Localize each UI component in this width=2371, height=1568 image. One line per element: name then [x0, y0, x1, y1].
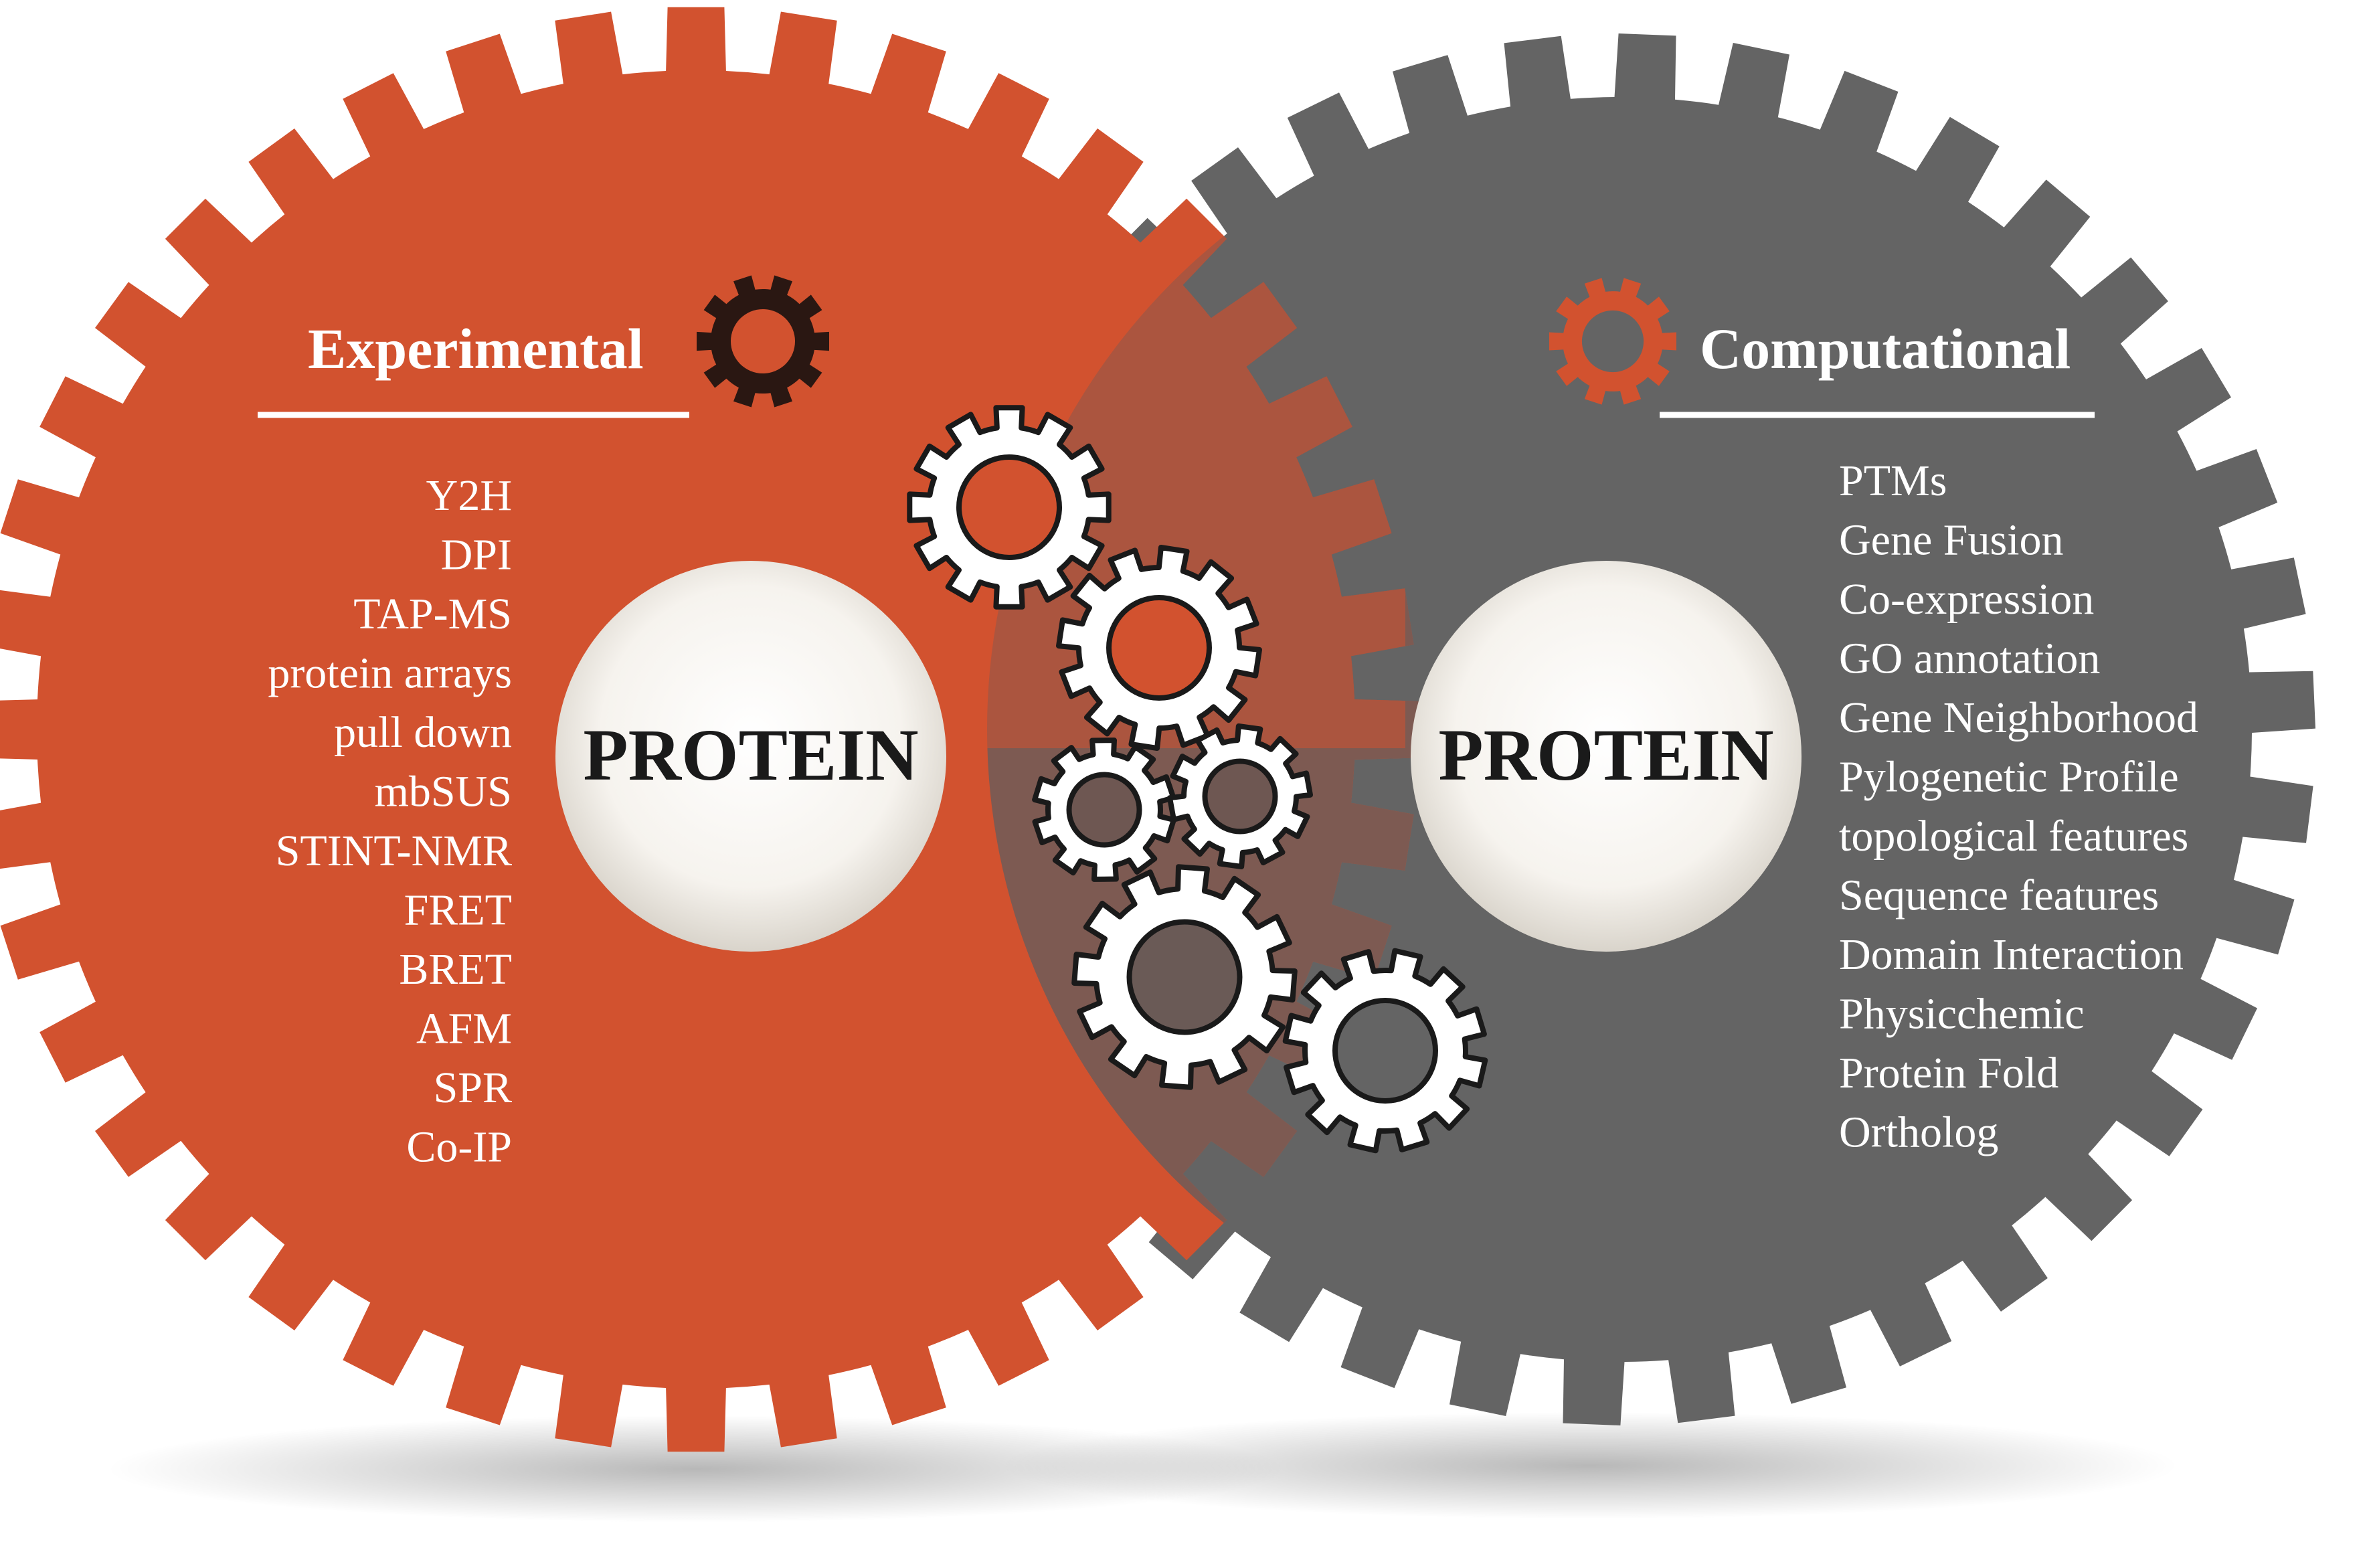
small-gear-hole	[1332, 998, 1438, 1104]
left-gear-shadow	[107, 1415, 1285, 1522]
list-item: Ortholog	[1839, 1108, 1998, 1157]
list-item: Gene Neighborhood	[1839, 693, 2198, 742]
list-item: FRET	[404, 886, 512, 935]
experimental-hub	[555, 561, 946, 952]
list-item: Sequence features	[1839, 871, 2159, 920]
list-item: mbSUS	[375, 768, 512, 816]
small-gear-hole	[1106, 595, 1212, 701]
computational-hub-label: PROTEIN	[1438, 714, 1773, 796]
experimental-hub-label: PROTEIN	[583, 714, 918, 796]
list-item: PTMs	[1839, 456, 1947, 505]
experimental-methods-list: Y2H DPI TAP-MS protein arrays pull down mbSUS…	[268, 471, 512, 1172]
small-gear-hole	[1126, 919, 1243, 1035]
small-gear-hole	[1202, 758, 1278, 835]
small-gear-hole	[956, 454, 1062, 560]
list-item: Pylogenetic Profile	[1839, 753, 2179, 802]
list-item: protein arrays	[268, 649, 512, 698]
list-item: GO annotation	[1839, 634, 2100, 683]
small-gear-hole	[1066, 772, 1142, 848]
gear-icon	[697, 275, 829, 408]
list-item: topological features	[1839, 812, 2188, 861]
list-item: Y2H	[426, 471, 512, 520]
gear-icon	[1549, 278, 1676, 405]
list-item: Domain Interaction	[1839, 930, 2184, 979]
list-item: TAP-MS	[353, 590, 512, 638]
list-item: DPI	[441, 531, 512, 580]
list-item: Co-expression	[1839, 575, 2094, 624]
experimental-heading: Experimental	[308, 317, 644, 381]
right-gear-shadow	[1000, 1412, 2178, 1519]
list-item: pull down	[334, 708, 512, 757]
list-item: AFM	[416, 1005, 512, 1053]
list-item: Gene Fusion	[1839, 516, 2063, 565]
experimental-gear-icon-hole	[731, 309, 795, 373]
computational-heading: Computational	[1700, 317, 2071, 381]
list-item: BRET	[399, 945, 512, 994]
list-item: Protein Fold	[1839, 1049, 2058, 1098]
small-gears-cluster	[907, 405, 1488, 1154]
list-item: STINT-NMR	[276, 826, 512, 875]
list-item: SPR	[434, 1063, 512, 1112]
list-item: Physicchemic	[1839, 990, 2085, 1039]
computational-hub	[1411, 561, 1802, 952]
computational-gear-icon-hole	[1581, 310, 1644, 373]
list-item: Co-IP	[406, 1123, 512, 1172]
